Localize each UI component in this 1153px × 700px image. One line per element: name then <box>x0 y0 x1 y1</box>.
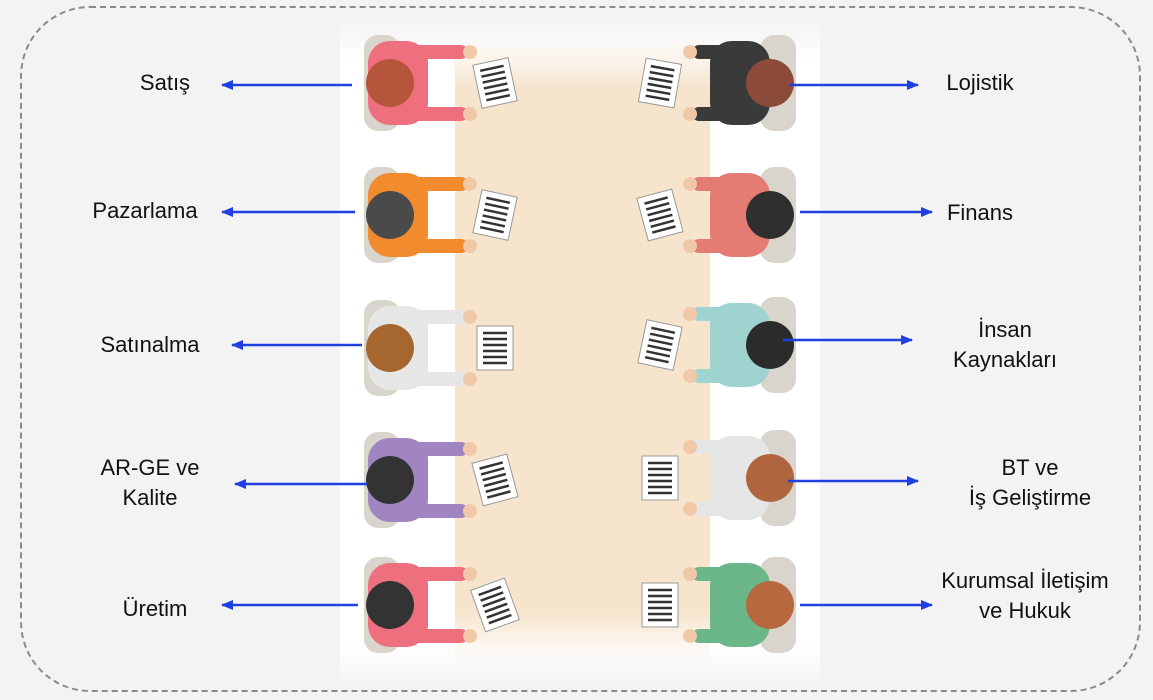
person-icon <box>364 300 477 396</box>
department-label-right: BT ve İş Geliştirme <box>968 455 1092 510</box>
person-icon <box>364 167 477 263</box>
department-label-right: İnsan Kaynakları <box>953 317 1057 372</box>
document-icon <box>471 453 519 507</box>
person-icon <box>683 430 796 526</box>
document-icon <box>637 57 683 109</box>
department-label-left: Satınalma <box>100 332 200 357</box>
person-icon <box>683 167 796 263</box>
person-icon <box>364 557 477 653</box>
department-label-left: Satış <box>139 70 191 95</box>
department-label-left: Üretim <box>122 596 188 621</box>
document-icon <box>636 188 684 242</box>
document-icon <box>641 582 679 628</box>
department-label-left: Pazarlama <box>92 198 198 223</box>
document-icon <box>641 455 679 501</box>
person-icon <box>364 35 477 131</box>
department-label-right: Lojistik <box>946 70 1014 95</box>
document-icon <box>472 57 518 109</box>
document-icon <box>476 325 514 371</box>
department-label-left: AR-GE ve Kalite <box>100 455 200 510</box>
department-label-right: Kurumsal İletişim ve Hukuk <box>941 568 1109 623</box>
document-icon <box>469 577 521 633</box>
document-icon <box>637 319 683 371</box>
person-icon <box>683 35 796 131</box>
person-icon <box>683 297 796 393</box>
document-icon <box>472 189 518 241</box>
department-label-right: Finans <box>946 200 1014 225</box>
person-icon <box>364 432 477 528</box>
dashed-rounded-frame <box>20 6 1141 692</box>
person-icon <box>683 557 796 653</box>
